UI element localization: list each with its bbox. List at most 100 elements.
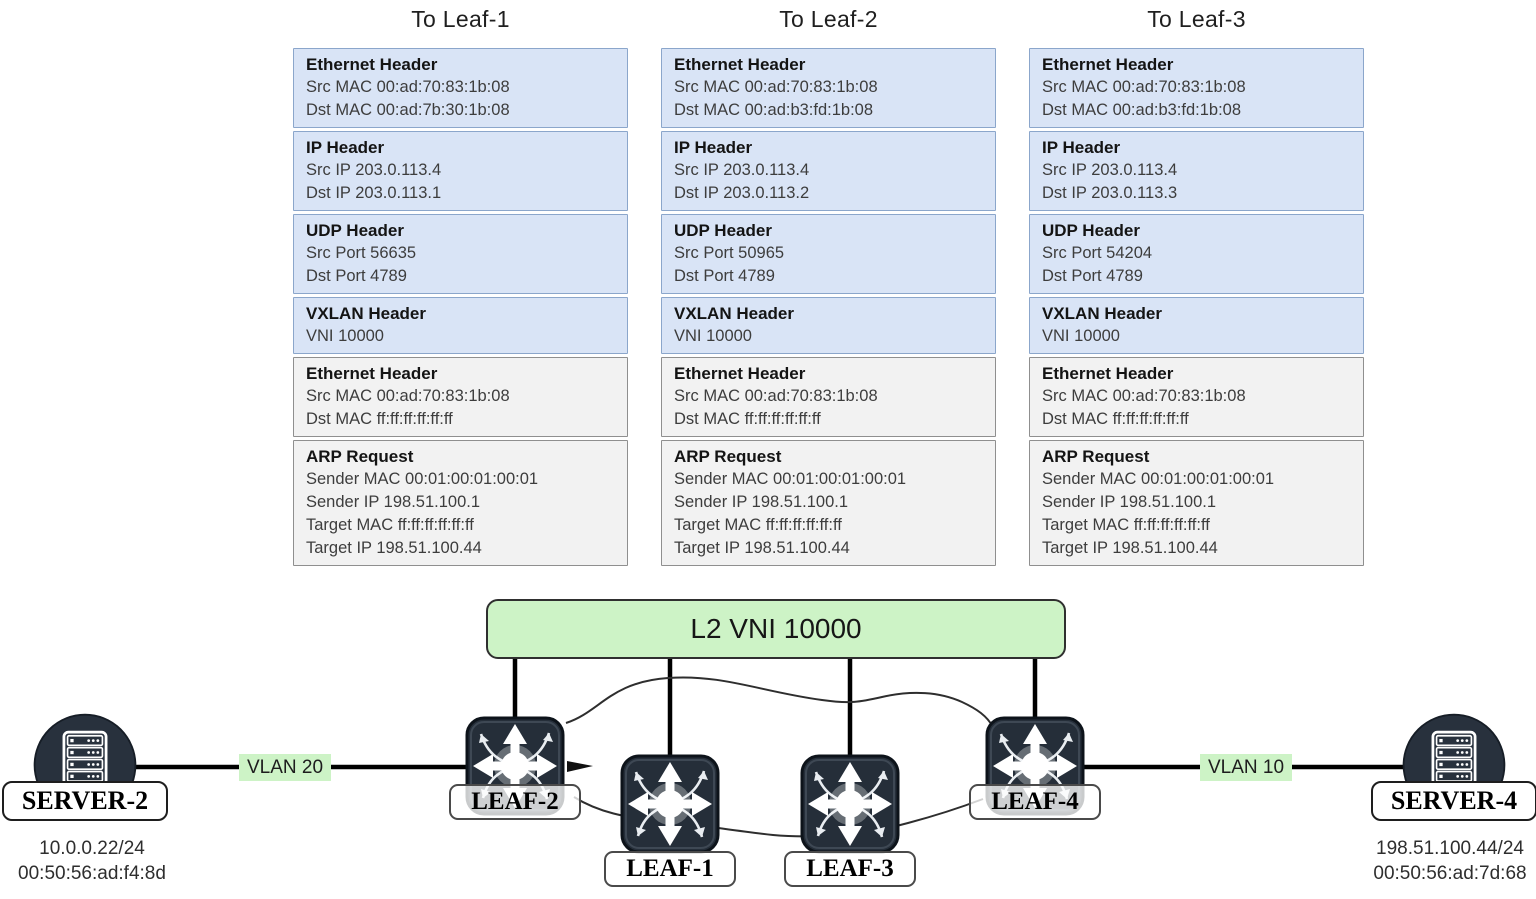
header-field: VNI 10000 <box>674 327 752 345</box>
header-field: Target IP 198.51.100.44 <box>1042 539 1218 557</box>
header-field: Target IP 198.51.100.44 <box>306 539 482 557</box>
switch-icon <box>620 754 720 854</box>
header-field: Src MAC 00:ad:70:83:1b:08 <box>306 78 510 96</box>
header-section-title: Ethernet Header <box>306 364 438 383</box>
header-field: VNI 10000 <box>1042 327 1120 345</box>
header-field: Dst IP 203.0.113.3 <box>1042 184 1178 202</box>
header-field: Sender IP 198.51.100.1 <box>306 493 481 511</box>
leaf-2-label: LEAF-2 <box>449 784 581 820</box>
header-field: Target MAC ff:ff:ff:ff:ff:ff <box>1042 516 1210 534</box>
header-field: Dst MAC ff:ff:ff:ff:ff:ff <box>674 410 821 428</box>
server-2-ip: 10.0.0.22/24 <box>39 838 145 859</box>
header-field: VNI 10000 <box>306 327 384 345</box>
header-field: Dst MAC ff:ff:ff:ff:ff:ff <box>306 410 453 428</box>
header-section-title: IP Header <box>674 138 753 157</box>
header-section-title: Ethernet Header <box>1042 55 1174 74</box>
header-section-title: ARP Request <box>1042 447 1150 466</box>
server-4-mac: 00:50:56:ad:7d:68 <box>1373 863 1527 884</box>
server-4-ip: 198.51.100.44/24 <box>1376 838 1524 859</box>
header-field: Sender MAC 00:01:00:01:00:01 <box>306 470 539 488</box>
server-2-addresses: 10.0.0.22/24 00:50:56:ad:f4:8d <box>0 836 190 886</box>
header-field: Src MAC 00:ad:70:83:1b:08 <box>306 387 510 405</box>
header-section-title: VXLAN Header <box>674 304 794 323</box>
header-field: Src IP 203.0.113.4 <box>1042 161 1178 179</box>
vlan-20-tag: VLAN 20 <box>239 754 331 781</box>
direction-arrow-icon <box>567 761 593 772</box>
header-field: Dst MAC ff:ff:ff:ff:ff:ff <box>1042 410 1189 428</box>
vlan-10-tag: VLAN 10 <box>1200 754 1292 781</box>
server-2-mac: 00:50:56:ad:f4:8d <box>18 863 166 884</box>
header-field: Target IP 198.51.100.44 <box>674 539 850 557</box>
header-section-title: ARP Request <box>306 447 414 466</box>
header-field: Src MAC 00:ad:70:83:1b:08 <box>1042 387 1246 405</box>
header-field: Src Port 56635 <box>306 244 417 262</box>
header-field: Target MAC ff:ff:ff:ff:ff:ff <box>306 516 474 534</box>
header-section-title: Ethernet Header <box>674 55 806 74</box>
header-field: Sender MAC 00:01:00:01:00:01 <box>674 470 907 488</box>
header-section-title: ARP Request <box>674 447 782 466</box>
header-section-title: Ethernet Header <box>1042 364 1174 383</box>
leaf-3-label: LEAF-3 <box>784 851 916 887</box>
header-field: Dst Port 4789 <box>1042 267 1143 285</box>
server-4-label: SERVER-4 <box>1371 781 1536 821</box>
header-field: Target MAC ff:ff:ff:ff:ff:ff <box>674 516 842 534</box>
header-field: Src Port 54204 <box>1042 244 1153 262</box>
header-field: Src Port 50965 <box>674 244 785 262</box>
leaf-1-label: LEAF-1 <box>604 851 736 887</box>
header-field: Dst Port 4789 <box>674 267 775 285</box>
header-field: Sender IP 198.51.100.1 <box>674 493 849 511</box>
l2-vni-box: L2 VNI 10000 <box>486 599 1066 659</box>
header-field: Sender IP 198.51.100.1 <box>1042 493 1217 511</box>
header-section-title: Ethernet Header <box>674 364 806 383</box>
header-section-title: Ethernet Header <box>306 55 438 74</box>
server-2-label: SERVER-2 <box>2 781 168 821</box>
header-field: Sender MAC 00:01:00:01:00:01 <box>1042 470 1275 488</box>
header-field: Src MAC 00:ad:70:83:1b:08 <box>674 78 878 96</box>
header-field: Dst Port 4789 <box>306 267 407 285</box>
header-field: Src MAC 00:ad:70:83:1b:08 <box>1042 78 1246 96</box>
switch-icon <box>800 754 900 854</box>
leaf-4-label: LEAF-4 <box>969 784 1101 820</box>
header-section-title: UDP Header <box>674 221 772 240</box>
header-field: Src IP 203.0.113.4 <box>674 161 810 179</box>
header-field: Dst MAC 00:ad:b3:fd:1b:08 <box>674 101 874 119</box>
header-section-title: UDP Header <box>306 221 404 240</box>
packet-column-title: To Leaf-3 <box>1147 6 1246 32</box>
packet-column-title: To Leaf-1 <box>411 6 510 32</box>
header-field: Dst MAC 00:ad:7b:30:1b:08 <box>306 101 510 119</box>
header-field: Src MAC 00:ad:70:83:1b:08 <box>674 387 878 405</box>
header-section-title: VXLAN Header <box>306 304 426 323</box>
header-section-title: IP Header <box>1042 138 1121 157</box>
header-field: Dst MAC 00:ad:b3:fd:1b:08 <box>1042 101 1242 119</box>
packet-column-title: To Leaf-2 <box>779 6 878 32</box>
header-field: Dst IP 203.0.113.1 <box>306 184 442 202</box>
server-4-addresses: 198.51.100.44/24 00:50:56:ad:7d:68 <box>1352 836 1536 886</box>
header-section-title: UDP Header <box>1042 221 1140 240</box>
header-section-title: IP Header <box>306 138 385 157</box>
header-section-title: VXLAN Header <box>1042 304 1162 323</box>
